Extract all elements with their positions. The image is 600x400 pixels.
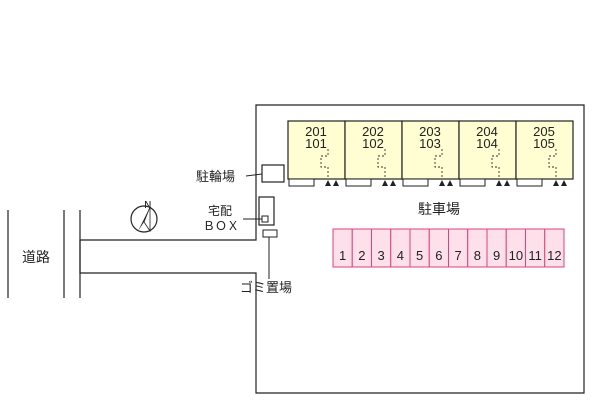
parking-slot-number: 5	[416, 248, 423, 263]
unit-block	[287, 120, 346, 180]
entrance-path	[320, 149, 329, 177]
garbage-area-label: ゴミ置場	[240, 280, 292, 296]
unit-upper-number: 202	[362, 124, 384, 139]
meter-box	[459, 178, 486, 187]
parking-slot-4: 4	[390, 228, 411, 268]
entrance-marker	[496, 180, 502, 186]
meter-box	[402, 178, 429, 187]
road-label: 道路	[22, 250, 50, 266]
meter-box	[288, 178, 315, 187]
entrance-marker	[439, 180, 445, 186]
unit-block	[458, 120, 517, 180]
unit-block	[401, 120, 460, 180]
garbage-box	[262, 229, 278, 238]
entrance-marker	[390, 180, 396, 186]
parking-slot-2: 2	[351, 228, 372, 268]
parking-slot-number: 10	[509, 248, 523, 263]
entrance-marker	[504, 180, 510, 186]
parking-slot-number: 2	[358, 248, 365, 263]
unit-upper-number: 201	[305, 124, 327, 139]
unit-upper-number: 203	[419, 124, 441, 139]
unit-lower-number: 101	[305, 136, 327, 151]
bicycle-parking-box	[261, 164, 285, 183]
parking-slot-9: 9	[486, 228, 507, 268]
unit-block	[515, 120, 574, 180]
unit-upper-number: 205	[533, 124, 555, 139]
parking-slot-number: 11	[528, 248, 542, 263]
parking-slot-number: 3	[378, 248, 385, 263]
parking-slot-number: 12	[547, 248, 561, 263]
parking-slot-number: 6	[435, 248, 442, 263]
parking-slot-box	[544, 228, 565, 268]
parking-slot-number: 4	[397, 248, 404, 263]
entrance-marker	[325, 180, 331, 186]
parking-slot-number: 1	[339, 248, 346, 263]
parking-slot-number: 7	[455, 248, 462, 263]
parking-slot-5: 5	[409, 228, 430, 268]
entrance-path	[491, 149, 500, 177]
north-label: N	[144, 200, 151, 211]
meter-box	[516, 178, 543, 187]
parking-slot-1: 1	[332, 228, 353, 268]
entrance-marker	[553, 180, 559, 186]
delivery-box-unit	[261, 215, 269, 223]
meter-box	[345, 178, 372, 187]
parking-slot-12: 12	[544, 228, 565, 268]
unit-upper-number: 204	[476, 124, 498, 139]
entrance-path	[548, 149, 557, 177]
parking-lot-label: 駐車場	[418, 201, 460, 218]
unit-lower-number: 104	[476, 136, 498, 151]
north-compass-icon	[130, 205, 158, 233]
entrance-marker	[382, 180, 388, 186]
parking-slot-11: 11	[525, 228, 546, 268]
delivery-box-label-2: ＢＯＸ	[203, 219, 239, 233]
unit-lower-number: 105	[533, 136, 555, 151]
parking-slot-3: 3	[371, 228, 392, 268]
entrance-path	[377, 149, 386, 177]
unit-block	[344, 120, 403, 180]
parking-slot-10: 10	[505, 228, 526, 268]
parking-slot-6: 6	[428, 228, 449, 268]
property-outline	[79, 104, 585, 394]
bicycle-parking-label: 駐輪場	[196, 169, 235, 185]
unit-lower-number: 102	[362, 136, 384, 151]
entrance-path	[434, 149, 443, 177]
unit-lower-number: 103	[419, 136, 441, 151]
delivery-box-label-1: 宅配	[208, 203, 232, 218]
parking-slot-number: 9	[493, 248, 500, 263]
entrance-marker	[333, 180, 339, 186]
entrance-marker	[447, 180, 453, 186]
entrance-marker	[561, 180, 567, 186]
parking-slot-7: 7	[448, 228, 469, 268]
parking-slot-number: 8	[474, 248, 481, 263]
parking-slot-8: 8	[467, 228, 488, 268]
